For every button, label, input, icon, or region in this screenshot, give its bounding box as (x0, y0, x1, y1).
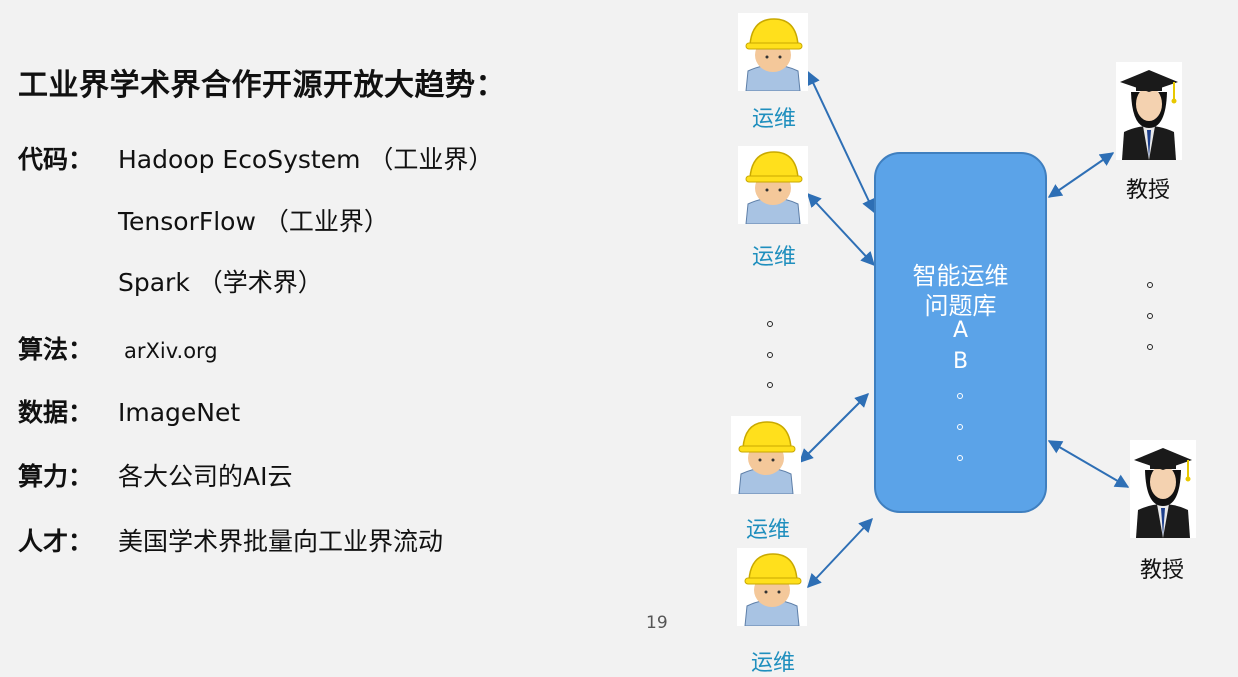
arrow-worker4 (807, 517, 873, 589)
compute-row: 算力： 各大公司的AI云 (18, 457, 292, 493)
ellipsis-dot (1147, 282, 1153, 288)
code-row: Spark （学术界） (18, 263, 323, 299)
ellipsis-dot (957, 424, 963, 430)
ellipsis-dot (767, 382, 773, 388)
ellipsis-dot (957, 455, 963, 461)
page-number: 19 (646, 613, 668, 633)
worker-label: 运维 (751, 651, 796, 676)
professor-label: 教授 (1126, 178, 1171, 203)
slide-title: 工业界学术界合作开源开放大趋势： (18, 68, 506, 103)
worker-label: 运维 (746, 518, 791, 543)
box-title-line2: 问题库 (924, 292, 997, 320)
ellipsis-dot (767, 321, 773, 327)
professor-icon (1116, 62, 1182, 160)
ellipsis-dot (767, 352, 773, 358)
row-label: 算法： (18, 335, 94, 364)
row-label: 人才： (18, 527, 94, 556)
row-value: 美国学术界批量向工业界流动 (118, 527, 444, 556)
row-value: Hadoop EcoSystem （工业界） (118, 145, 494, 174)
row-value: ImageNet (118, 398, 241, 427)
arrow-prof1 (1047, 152, 1115, 198)
row-value: 各大公司的AI云 (118, 462, 293, 491)
worker-icon (737, 548, 807, 626)
professor-icon (1130, 440, 1196, 538)
box-title-line1: 智能运维 (912, 262, 1009, 290)
code-row: 代码： Hadoop EcoSystem （工业界） (18, 140, 493, 176)
ellipsis-dot (1147, 344, 1153, 350)
arrow-prof2 (1047, 440, 1130, 488)
data-row: 数据： ImageNet (18, 393, 240, 429)
ellipsis-dot (957, 393, 963, 399)
row-value: TensorFlow （工业界） (118, 207, 389, 236)
worker-icon (731, 416, 801, 494)
talent-row: 人才： 美国学术界批量向工业界流动 (18, 522, 443, 558)
row-value: arXiv.org (124, 339, 218, 363)
problem-database-box (874, 152, 1047, 513)
worker-label: 运维 (752, 107, 797, 132)
row-label: 数据： (18, 398, 94, 427)
ellipsis-dot (1147, 313, 1153, 319)
row-label: 代码： (18, 145, 94, 174)
algorithm-row: 算法： arXiv.org (18, 330, 218, 366)
arrow-worker3 (799, 393, 869, 463)
row-label: 算力： (18, 462, 94, 491)
arrow-worker1 (807, 70, 875, 214)
worker-label: 运维 (752, 245, 797, 270)
professor-label: 教授 (1140, 558, 1185, 583)
box-item-b: B (952, 349, 969, 374)
worker-icon (738, 146, 808, 224)
arrow-worker2 (807, 192, 875, 267)
box-item-a: A (952, 318, 969, 343)
worker-icon (738, 13, 808, 91)
code-row: TensorFlow （工业界） (18, 202, 389, 238)
row-value: Spark （学术界） (118, 268, 323, 297)
